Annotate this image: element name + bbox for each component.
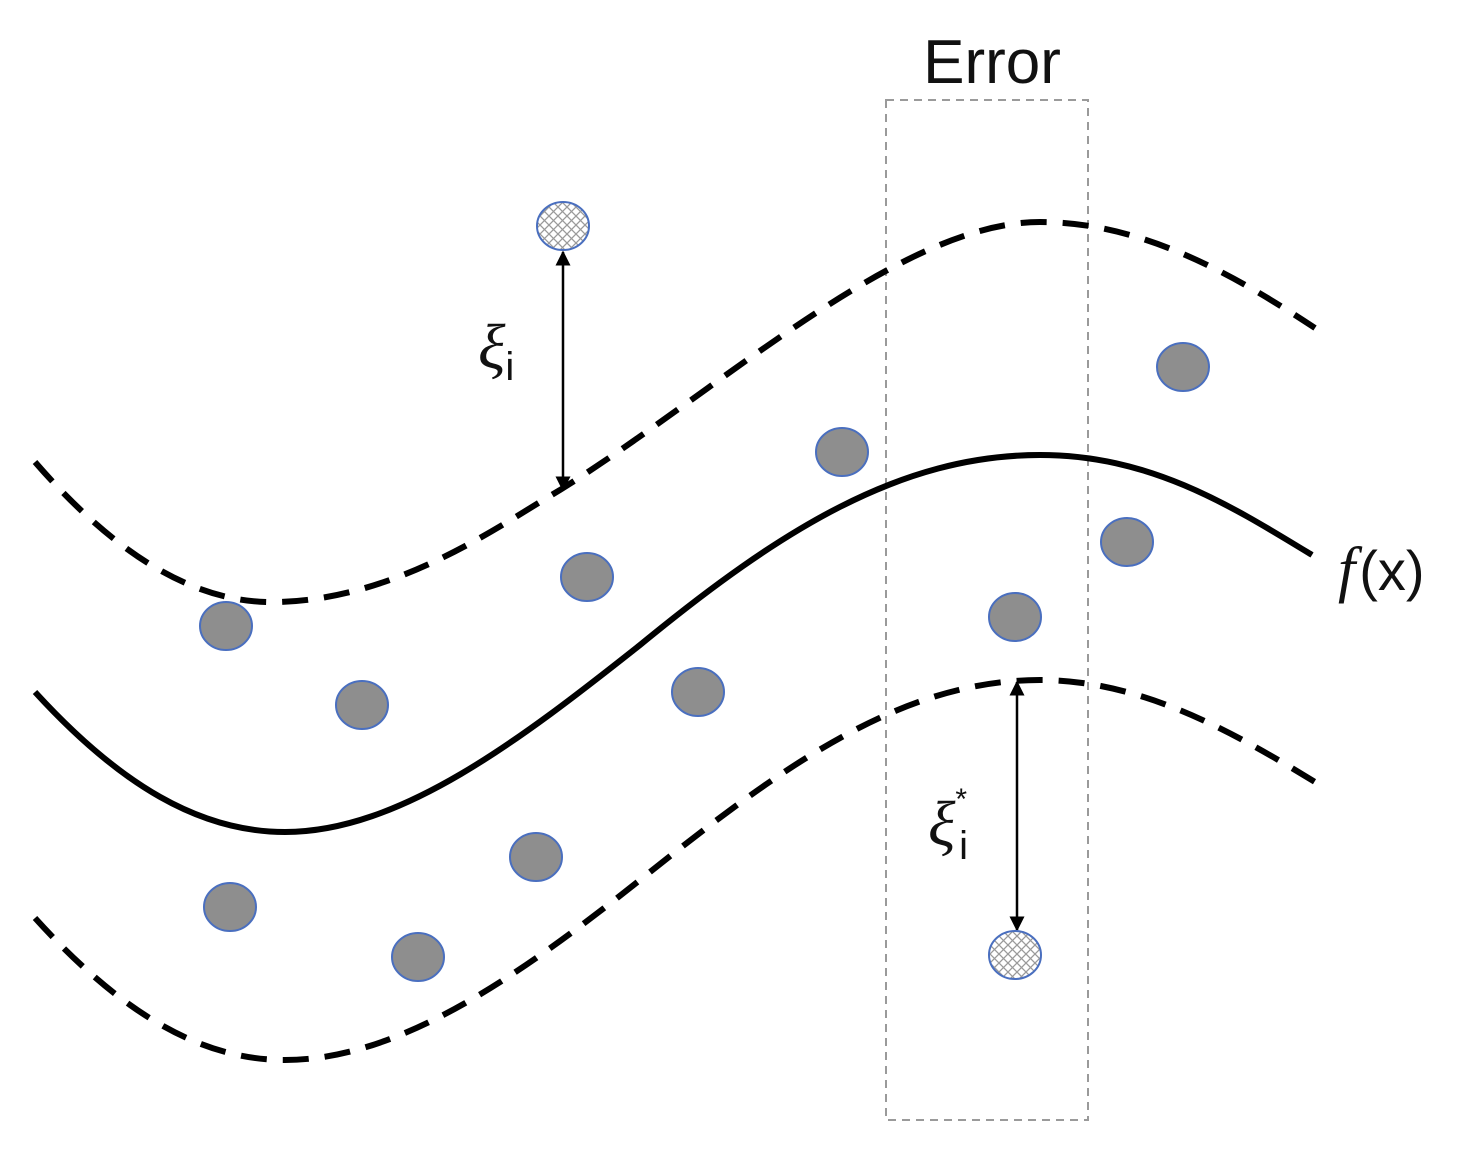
data-point [1156,342,1210,392]
data-point [988,592,1042,642]
data-point [1100,517,1154,567]
data-point [199,601,253,651]
upper-margin-curve [32,218,1317,606]
data-point [560,552,614,602]
data-point [391,932,445,982]
regression-curve [32,451,1314,836]
data-point [203,882,257,932]
error-region-box [885,99,1089,1121]
data-point [509,832,563,882]
slack-lower-label: ξ*i [928,783,968,868]
slack-upper-label: ξi [478,311,514,389]
function-label: f(x) [1338,536,1425,604]
data-point [815,427,869,477]
error-label: Error [923,28,1061,97]
data-points [199,342,1210,982]
lower-margin-curve [32,676,1317,1064]
outlier-point-lower [988,930,1042,980]
data-point [335,680,389,730]
data-point [671,667,725,717]
outlier-point-upper [536,201,590,251]
